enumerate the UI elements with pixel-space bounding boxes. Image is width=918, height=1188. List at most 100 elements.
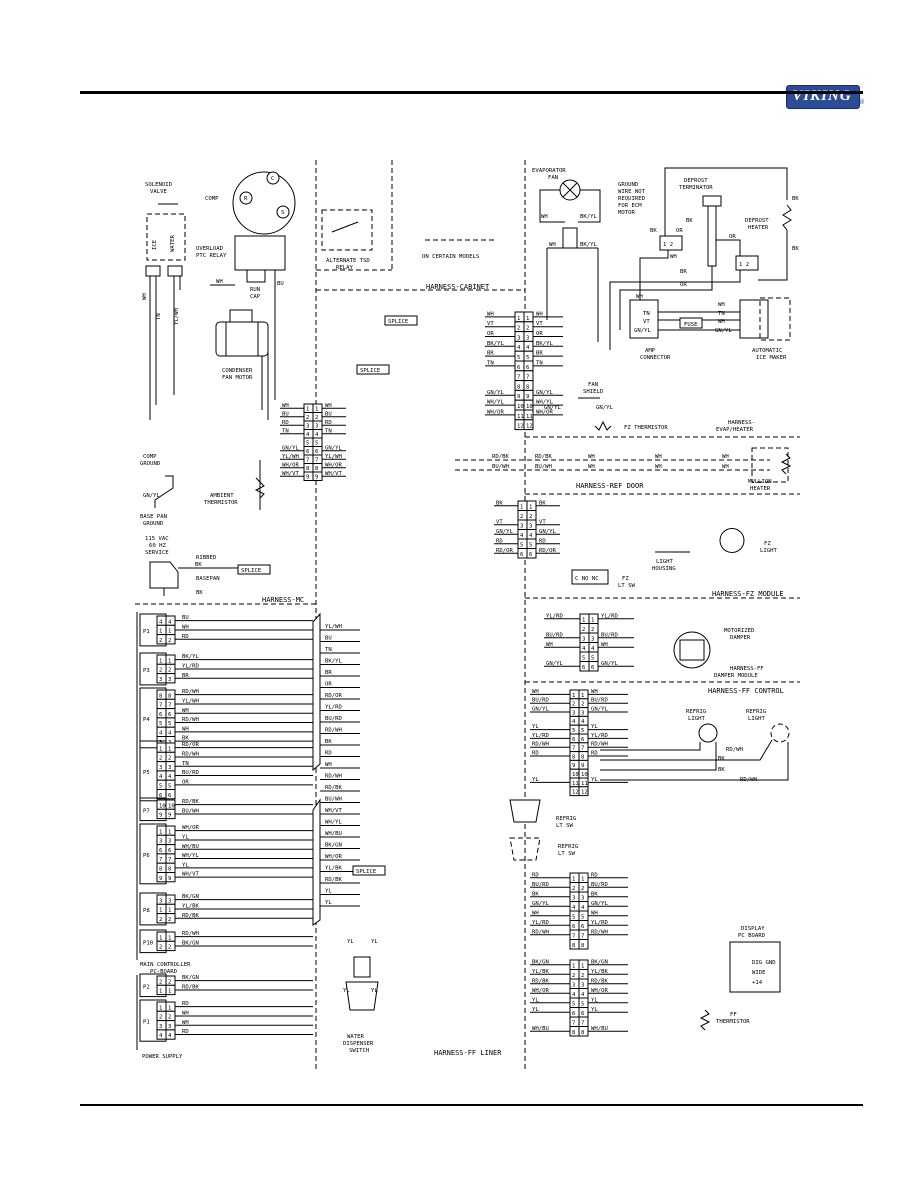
conn-p4-label: P4 [143,717,150,723]
ffliner2-conn-wire-label-l-4: WH/OR [532,988,549,994]
logo-plate [786,85,860,109]
bundle-right-label-3: TN [325,647,332,653]
ff-therm-2: THERMISTOR [716,1019,750,1025]
damper-conn-num-b-5: 5 [591,656,594,662]
cabinet-conn-pin-b-12 [523,419,534,431]
wide: WIDE [752,970,766,976]
terminal-c: C [271,176,274,182]
tsd-switch [331,221,359,233]
ffctl-conn-num-b-6: 6 [581,737,584,743]
conn-p8-pin-num2-1: 3 [168,898,171,904]
ffctl-conn-wire-label-r-2: BU/RD [591,698,608,704]
amp-gnyl: GN/YL [634,328,651,334]
defrost-conn-2 [735,255,759,271]
bundle-right-label-10: RD/WH [325,728,342,734]
fz-lt-sw-2: LT SW [618,583,635,589]
ice-maker-connector [739,299,769,339]
refdoor-buwh-2: BU/WH [535,464,552,470]
solenoid-box [146,213,186,261]
alt-tsd-relay [321,209,373,251]
fan-shield-gnyl-2: GN/YL [596,405,613,411]
service-bk: BK [195,562,202,568]
light-housing-2: HOUSING [652,566,676,572]
bundle-right-label-24: YL [325,889,332,895]
ice-tn: TN [718,311,725,317]
bundle-right-label-5: BR [325,670,332,676]
display-pc-board [729,941,781,993]
defrost-conn-1 [659,235,683,251]
ffliner-conn-num-b-6: 6 [581,924,584,930]
mc-conn-num-a-1: 1 [306,407,309,413]
dig-gnd: DIG GND [752,960,776,966]
cabinet-conn-num-a-11: 11 [517,414,524,420]
conn-p4-pin-num2-1: 8 [168,693,172,699]
ffliner-conn-num-b-5: 5 [581,915,584,921]
ffliner-conn-num-a-6: 6 [572,924,575,930]
fz-conn-wire-label-l-1: BK [496,500,503,506]
terminal-s: S [281,210,284,216]
defrost-br-wire [609,270,741,350]
conn-p1-pin-num-1: 4 [159,619,163,625]
defrost-or-wire [716,239,741,256]
mc-conn-num-a-3: 3 [306,424,309,430]
damper-conn-wire-label-r-4: WH [601,642,608,648]
ffctl-conn-num-b-5: 5 [581,728,584,734]
cabinet-conn-num-a-9: 9 [517,394,520,400]
harness-fz-label: HARNESS-FZ MODULE [712,590,784,598]
cabinet-conn-wire-label-l-5: BR [487,351,494,357]
refrig-light-2a: REFRIG [746,709,767,715]
defrost-conn-2-pins: 1 2 [739,262,749,268]
rl-wire-2 [600,739,773,761]
cabinet-conn-wire-label-l-1: WH [487,311,494,317]
conn-p5-wire-label-2: RD/WH [182,751,199,757]
fan-shield-label-2: SHIELD [583,389,604,395]
bundle-right-label-13: WH [325,762,332,768]
ffctl-conn-num-a-4: 4 [572,719,576,725]
conn-p8-wire-label-2: YL/BK [182,903,199,909]
damper-conn-wire-label-r-6: GN/YL [601,661,618,667]
conn-p1ps-pin-num2-2: 2 [168,1015,171,1021]
conn-p1-wire-label-3: RD [182,634,189,640]
conn-p4-pin-num2-2: 7 [168,703,171,709]
conn-p6-pin-num2-3: 6 [168,848,171,854]
conn-p5-pin-num-4: 4 [159,774,163,780]
mc-conn-wire-label-r-1: WH [325,403,332,409]
conn-p1-wire-label-2: WH [182,624,189,630]
splice-1 [384,315,418,326]
damper-conn-num-b-3: 3 [591,637,594,643]
ffliner-conn-num-a-4: 4 [572,905,576,911]
ffctl-conn-num-a-11: 11 [572,781,579,787]
ffctl-conn-wire-label-l-8: RD [532,751,539,757]
bundle-right-label-22: YL/BK [325,866,342,872]
defrost-or-2: OR [729,234,736,240]
cabinet-conn-wire-label-r-6: TN [536,360,543,366]
evap-connector [562,227,578,249]
conn-p8-label: P8 [143,908,150,914]
cabinet-conn-wire-label-r-3: OR [536,331,543,337]
mc-conn-wire-label-r-2: BU [325,411,332,417]
fz-conn-num-a-2: 2 [520,514,523,520]
ice-wh: WH [718,302,725,308]
fz-conn-num-b-6: 6 [529,552,532,558]
solenoid-conn-water [167,265,183,277]
conn-p3-pin-num-3: 3 [159,677,162,683]
defrost-bk-4: BK [792,246,799,252]
rl-rdwh: RD/WH [726,747,743,753]
damper-conn-wire-label-l-6: GN/YL [546,661,563,667]
ffctl-conn-num-b-10: 10 [581,772,588,778]
conn-p1ps-wire-label-4: RD [182,1029,189,1035]
ffctl-conn-num-a-5: 5 [572,728,575,734]
ffliner2-conn-wire-label-r-8: WH/BU [591,1026,608,1032]
refrig-sw-1b: LT SW [556,823,573,829]
bundle-right-label-17: WH/VT [325,808,342,814]
overload-label-1: OVERLOAD [196,246,224,252]
ffctl-conn-wire-label-l-2: BU/RD [532,698,549,704]
conn-p6-pin-num-3: 6 [159,848,162,854]
cabinet-conn-wire-label-r-9: GN/YL [536,390,553,396]
comp-terminal-s [276,205,290,219]
ffliner-conn-wire-label-l-1: RD [532,872,539,878]
conn-p1ps-pin-num2-4: 4 [168,1033,172,1039]
amp-wh: WH [636,294,643,300]
bundle-right-label-19: WH/BU [325,831,342,837]
